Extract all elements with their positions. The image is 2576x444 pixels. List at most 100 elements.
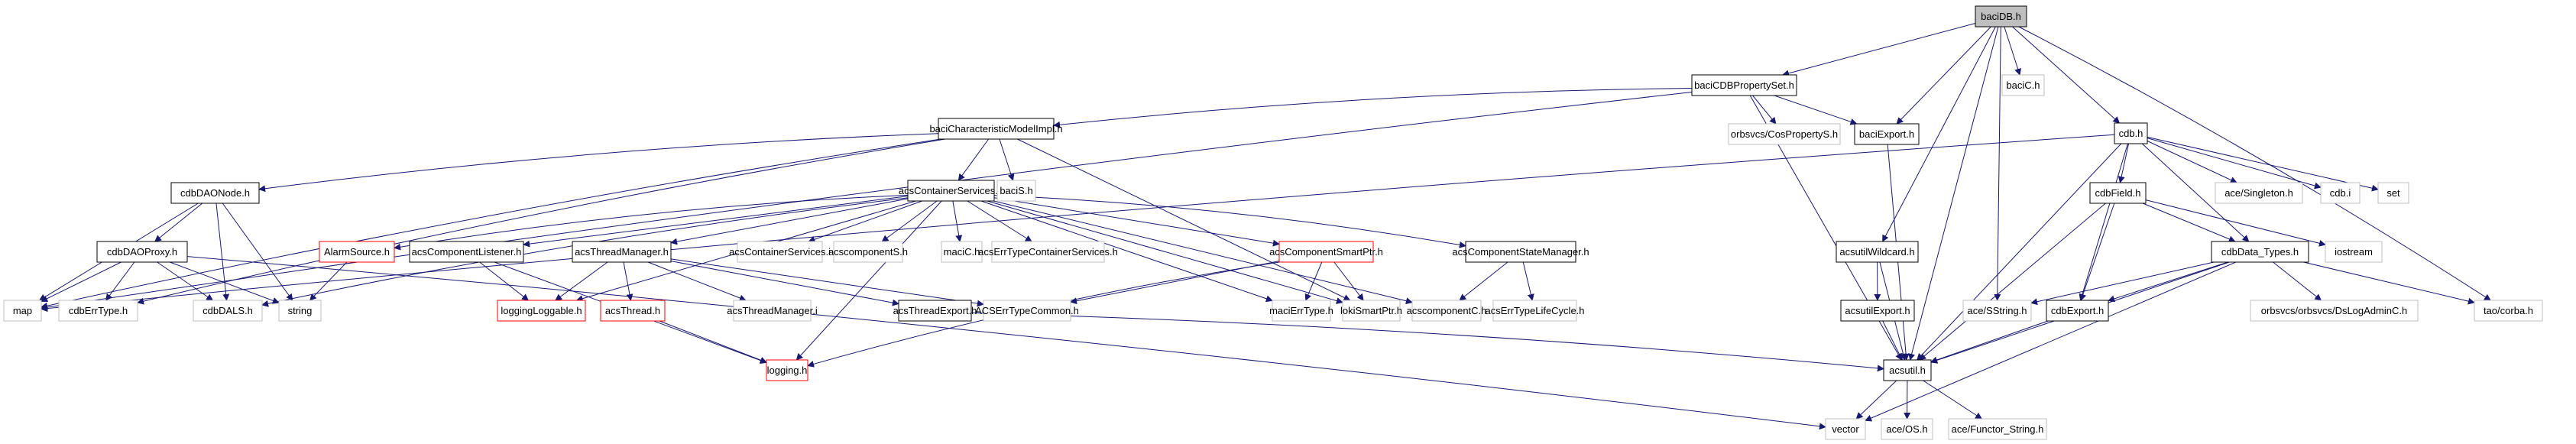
node-acsutilWildcard[interactable]: acsutilWildcard.h (1836, 241, 1919, 263)
node-label: iostream (2335, 246, 2373, 258)
node-box (833, 241, 903, 263)
edge-acsContainerServices-to-lokiSmartPtr (987, 200, 1343, 304)
node-acsThreadManagerI: acsThreadManager.i (727, 300, 818, 322)
node-box (1728, 123, 1841, 145)
edge-baciCharModel-to-cdbErrType (137, 138, 945, 305)
edge-cdb-to-cdbDataTypes (2141, 143, 2250, 242)
node-label: cdbDAONode.h (180, 187, 250, 199)
node-set: set (2377, 182, 2409, 204)
edge-cdb-to-set (2147, 136, 2379, 192)
node-box (2377, 182, 2409, 204)
node-label: ACSErrTypeCommon.h (975, 305, 1079, 316)
edge-cdbField-to-cdbDataTypes (2142, 203, 2236, 243)
edge-cdbDataTypes-to-aceSString (2030, 261, 2215, 306)
edge-baciDB-to-baciC (2004, 26, 2021, 76)
node-label: acsContainerServices.i (729, 246, 831, 258)
node-taoCorba: tao/corba.h (2474, 300, 2543, 322)
node-box (1825, 418, 1866, 440)
node-label: tao/corba.h (2484, 305, 2533, 316)
node-label: vector (1832, 423, 1859, 435)
edge-cdb-to-aceSingleton (2147, 141, 2237, 183)
node-label: baciC.h (2006, 79, 2040, 91)
node-label: acscomponentC.h (1407, 305, 1487, 316)
edge-acsContainerServices-to-acsComponentSmartPtr (993, 197, 1280, 247)
node-acsutil[interactable]: acsutil.h (1883, 359, 1932, 381)
node-baciExport[interactable]: baciExport.h (1854, 123, 1920, 145)
node-box (2114, 122, 2148, 144)
node-box (3, 300, 42, 322)
node-cdbExport[interactable]: cdbExport.h (2046, 300, 2109, 322)
node-baciCharModel[interactable]: baciCharacteristicModelImpl.h (929, 118, 1063, 140)
edge-baciCharModel-to-cdbDAONode (258, 133, 939, 193)
node-box (941, 241, 983, 263)
node-acsComponentSmartPtr[interactable]: acsComponentSmartPtr.h (1269, 241, 1383, 263)
node-label: baciCDBPropertySet.h (1694, 79, 1794, 91)
edge-baciDB-to-cdb (2012, 26, 2121, 124)
node-cdb[interactable]: cdb.h (2114, 122, 2148, 144)
node-box (2089, 182, 2147, 204)
node-logging[interactable]: logging.h (766, 359, 808, 381)
node-label: acsutil.h (1889, 365, 1926, 376)
node-acscomponentS: acscomponentS.h (828, 241, 908, 263)
edge-cdbDAOProxy-to-string (170, 261, 280, 304)
edge-baciDB-to-acsutil (1908, 26, 1999, 361)
node-baciDB[interactable]: baciDB.h (1975, 5, 2027, 28)
node-label: lokiSmartPtr.h (1340, 305, 1402, 316)
edge-cdbDataTypes-to-cdbExport (2108, 261, 2228, 303)
edge-cdbField-to-cdbExport (2079, 203, 2115, 301)
node-cdbDAONode[interactable]: cdbDAONode.h (170, 182, 260, 204)
node-maciErrType: maciErrType.h (1269, 300, 1333, 322)
node-box (2215, 182, 2303, 204)
node-cdbDALS: cdbDALS.h (193, 300, 263, 322)
node-acsThreadExport[interactable]: acsThreadExport.h (893, 300, 977, 322)
node-label: map (13, 305, 32, 316)
node-alarmSource[interactable]: AlarmSource.h (319, 241, 395, 263)
node-cdbDataTypes[interactable]: cdbData_Types.h (2211, 241, 2309, 263)
node-cosProperty: orbsvcs/CosPropertyS.h (1728, 123, 1841, 145)
node-label: acsContainerServices.h (899, 185, 1003, 196)
node-box (1881, 418, 1933, 440)
node-cdbField[interactable]: cdbField.h (2089, 182, 2147, 204)
node-label: acsComponentListener.h (412, 246, 522, 258)
edge-alarmSource-to-string (309, 261, 348, 301)
edge-baciDB-to-baciExport (1896, 26, 1991, 125)
node-label: acsutilWildcard.h (1839, 246, 1914, 258)
edge-cdbField-to-acsutil (1919, 203, 2106, 361)
node-label: acsutilExport.h (1845, 305, 1910, 316)
edge-cdb-to-cdbField (2118, 143, 2130, 183)
edge-cdbDAOProxy-to-map (41, 261, 122, 302)
node-baciC: baciC.h (2001, 74, 2045, 96)
node-acsComponentStateManager[interactable]: acsComponentStateManager.h (1452, 241, 1589, 263)
edge-baciDB-to-baciCDBPropertySet (1782, 22, 1976, 77)
node-box (991, 241, 1105, 263)
node-baciCDBPropertySet[interactable]: baciCDBPropertySet.h (1691, 74, 1797, 96)
node-cdbErrType: cdbErrType.h (58, 300, 138, 322)
edge-baciCharModel-to-baciS (999, 138, 1015, 181)
edge-acsThreadManager-to-acsThreadExport (670, 261, 899, 306)
edge-baciDB-to-taoCorba (2018, 26, 2491, 301)
node-acsContainerServices[interactable]: acsContainerServices.h (899, 180, 1003, 202)
node-label: cdbField.h (2095, 187, 2141, 199)
edge-baciCDBPropertySet-to-baciCharModel (1053, 87, 1693, 128)
edge-acsThreadManager-to-acsErrTypeCommon (670, 258, 984, 307)
edge-cdbDAOProxy-to-cdbErrType (105, 261, 135, 301)
node-cdbDAOProxy[interactable]: cdbDAOProxy.h (96, 241, 188, 263)
node-acsThread[interactable]: acsThread.h (600, 300, 666, 322)
node-acsutilExport[interactable]: acsutilExport.h (1840, 300, 1915, 322)
edge-cdbDAONode-to-cdbDALS (215, 203, 230, 301)
edge-cdb-to-acsutil (1917, 143, 2122, 361)
node-loggingLoggable[interactable]: loggingLoggable.h (497, 300, 586, 322)
edge-acsThreadManager-to-loggingLoggable (555, 261, 608, 301)
node-acsThreadManager[interactable]: acsThreadManager.h (572, 241, 672, 263)
edge-baciCharModel-to-map (41, 138, 941, 310)
node-string: string (278, 300, 322, 322)
node-acsErrTypeCommon: ACSErrTypeCommon.h (975, 300, 1079, 322)
node-acsComponentListener[interactable]: acsComponentListener.h (409, 241, 524, 263)
node-box (319, 241, 395, 263)
node-label: AlarmSource.h (324, 246, 390, 258)
node-acsErrTypeLifeCycle: acsErrTypeLifeCycle.h (1485, 300, 1585, 322)
node-aceSingleton: ace/Singleton.h (2215, 182, 2303, 204)
node-box (2250, 300, 2419, 322)
edge-acsComponentListener-to-loggingLoggable (479, 261, 530, 301)
